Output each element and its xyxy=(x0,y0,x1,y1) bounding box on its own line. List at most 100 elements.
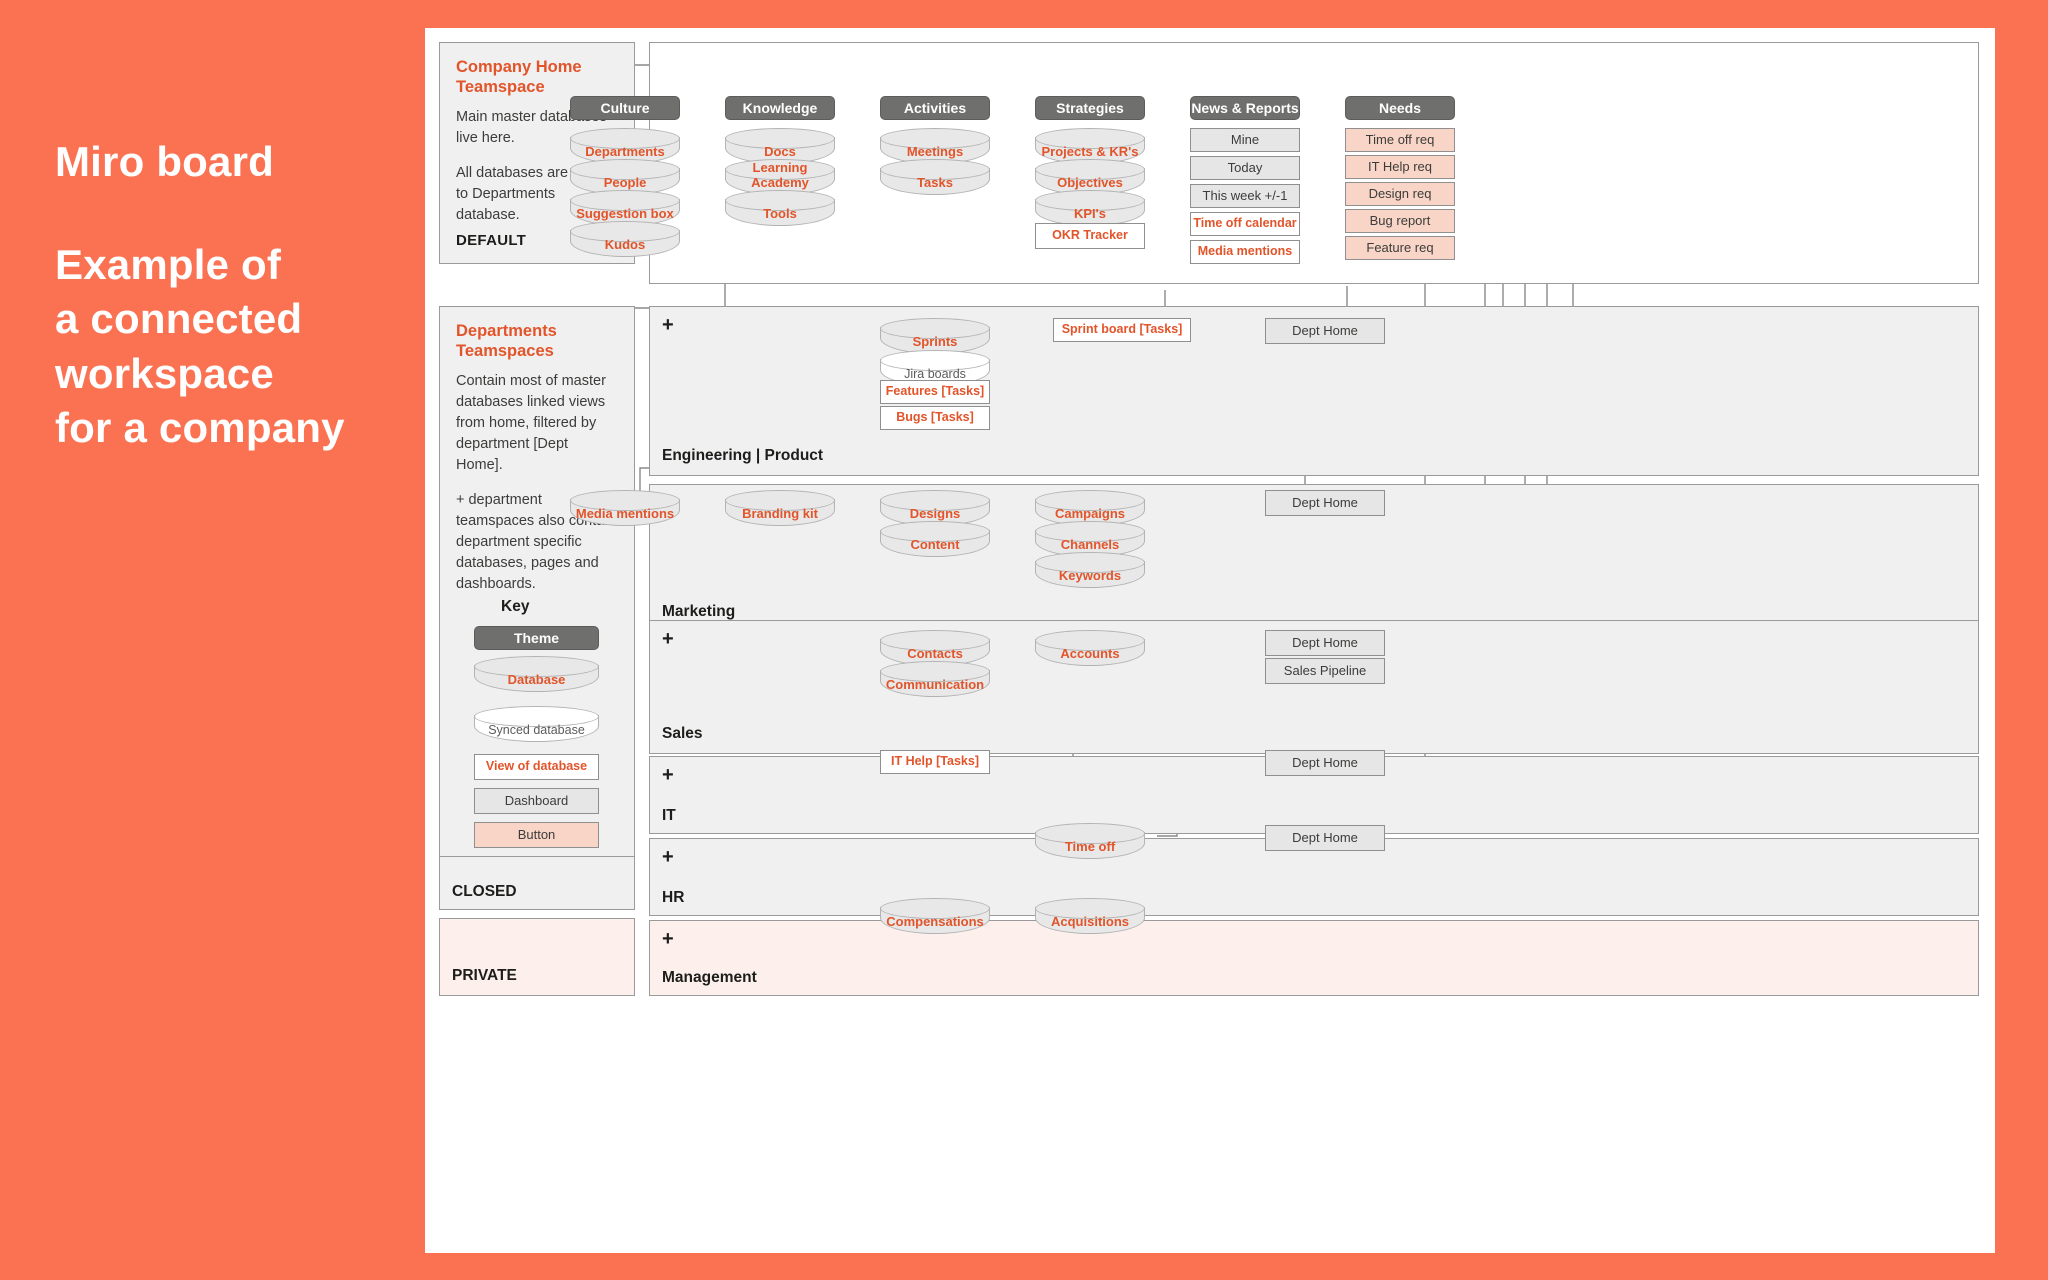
view-sprint-board-tasks-label: Sprint board [Tasks] xyxy=(1061,322,1183,337)
private-panel-tag: PRIVATE xyxy=(452,967,517,984)
dashboard-sales-pipeline[interactable]: Sales Pipeline xyxy=(1265,658,1385,684)
button-it-help-req[interactable]: IT Help req xyxy=(1345,155,1455,179)
database-projects-krs[interactable]: Projects & KR's xyxy=(1035,128,1145,164)
theme-culture[interactable]: Culture xyxy=(570,96,680,120)
button-it-help-req-label: IT Help req xyxy=(1367,158,1433,174)
database-time-off-label: Time off xyxy=(1064,839,1116,854)
view-sprint-board-tasks[interactable]: Sprint board [Tasks] xyxy=(1053,318,1191,342)
theme-activities[interactable]: Activities xyxy=(880,96,990,120)
database-objectives-label: Objectives xyxy=(1057,175,1123,190)
theme-knowledge-label: Knowledge xyxy=(742,100,818,116)
theme-news-reports[interactable]: News & Reports xyxy=(1190,96,1300,120)
database-compensations[interactable]: Compensations xyxy=(880,898,990,934)
dashboard-dept-home-hr-label: Dept Home xyxy=(1292,829,1358,845)
database-content[interactable]: Content xyxy=(880,521,990,557)
database-accounts[interactable]: Accounts xyxy=(1035,630,1145,666)
dashboard-dept-home-hr[interactable]: Dept Home xyxy=(1265,825,1385,851)
sales-add-icon[interactable]: + xyxy=(662,628,674,650)
database-acquisitions[interactable]: Acquisitions xyxy=(1035,898,1145,934)
title-line-5: for a company xyxy=(55,404,345,452)
view-time-off-calendar[interactable]: Time off calendar xyxy=(1190,212,1300,236)
key-item-view-of-database: View of database xyxy=(474,754,599,780)
theme-news-reports-label: News & Reports xyxy=(1191,100,1299,116)
theme-needs[interactable]: Needs xyxy=(1345,96,1455,120)
view-okr-tracker[interactable]: OKR Tracker xyxy=(1035,223,1145,249)
view-media-mentions-home[interactable]: Media mentions xyxy=(1190,240,1300,264)
key-item-synced-database: Synced database xyxy=(474,706,599,742)
database-departments[interactable]: Departments xyxy=(570,128,680,164)
key-item-theme-label: Theme xyxy=(513,630,560,646)
closed-panel-tag: CLOSED xyxy=(452,883,517,900)
button-design-req[interactable]: Design req xyxy=(1345,182,1455,206)
it-add-icon[interactable]: + xyxy=(662,764,674,786)
database-kudos[interactable]: Kudos xyxy=(570,221,680,257)
database-tasks[interactable]: Tasks xyxy=(880,159,990,195)
dashboard-dept-home-sales[interactable]: Dept Home xyxy=(1265,630,1385,656)
hr-row-label: HR xyxy=(662,889,685,906)
dashboard-dept-home-engineering[interactable]: Dept Home xyxy=(1265,318,1385,344)
theme-knowledge[interactable]: Knowledge xyxy=(725,96,835,120)
key-item-database-label: Database xyxy=(507,672,566,687)
database-tools-label: Tools xyxy=(763,206,797,221)
database-jira-boards-label: Jira boards xyxy=(904,367,966,381)
view-it-help-tasks[interactable]: IT Help [Tasks] xyxy=(880,750,990,774)
view-bugs-tasks[interactable]: Bugs [Tasks] xyxy=(880,406,990,430)
dashboard-this-week[interactable]: This week +/-1 xyxy=(1190,184,1300,208)
note-company-home-tag: DEFAULT xyxy=(456,232,527,249)
note-departments-heading-l2: Teamspaces xyxy=(456,342,554,361)
database-time-off[interactable]: Time off xyxy=(1035,823,1145,859)
dashboard-dept-home-marketing[interactable]: Dept Home xyxy=(1265,490,1385,516)
database-accounts-label: Accounts xyxy=(1060,646,1120,661)
database-communication-label: Communication xyxy=(885,677,985,692)
database-tools[interactable]: Tools xyxy=(725,190,835,226)
title-line-2: Example of xyxy=(55,240,282,288)
database-kpis-label: KPI's xyxy=(1074,206,1106,221)
dashboard-today[interactable]: Today xyxy=(1190,156,1300,180)
theme-strategies[interactable]: Strategies xyxy=(1035,96,1145,120)
hr-add-icon[interactable]: + xyxy=(662,846,674,868)
database-branding-kit[interactable]: Branding kit xyxy=(725,490,835,526)
database-media-mentions[interactable]: Media mentions xyxy=(570,490,680,526)
title-line-4: workspace xyxy=(55,349,274,397)
marketing-row-label: Marketing xyxy=(662,603,736,620)
button-design-req-label: Design req xyxy=(1368,185,1432,201)
private-panel: PRIVATE xyxy=(439,918,635,996)
department-row-marketing: + Marketing xyxy=(649,484,1979,632)
button-time-off-req[interactable]: Time off req xyxy=(1345,128,1455,152)
view-time-off-calendar-label: Time off calendar xyxy=(1193,216,1297,231)
database-keywords-label: Keywords xyxy=(1058,568,1122,583)
database-learning-academy[interactable]: Learning Academy xyxy=(725,159,835,195)
dashboard-today-label: Today xyxy=(1227,159,1263,175)
button-bug-report[interactable]: Bug report xyxy=(1345,209,1455,233)
management-add-icon[interactable]: + xyxy=(662,928,674,950)
it-row-label: IT xyxy=(662,807,676,824)
database-sprints-label: Sprints xyxy=(912,334,958,349)
dashboard-dept-home-it-label: Dept Home xyxy=(1292,754,1358,770)
view-features-tasks[interactable]: Features [Tasks] xyxy=(880,380,990,404)
dashboard-dept-home-engineering-label: Dept Home xyxy=(1292,322,1358,338)
engineering-add-icon[interactable]: + xyxy=(662,314,674,336)
database-kpis[interactable]: KPI's xyxy=(1035,190,1145,226)
database-media-mentions-label: Media mentions xyxy=(575,506,675,521)
note-departments-heading-l1: Departments xyxy=(456,322,557,340)
key-item-synced-database-label: Synced database xyxy=(488,723,585,737)
dashboard-dept-home-it[interactable]: Dept Home xyxy=(1265,750,1385,776)
database-sprints[interactable]: Sprints xyxy=(880,318,990,354)
button-time-off-req-label: Time off req xyxy=(1365,131,1435,147)
database-learning-academy-label: Learning Academy xyxy=(751,160,809,190)
management-row-label: Management xyxy=(662,969,757,986)
dashboard-this-week-label: This week +/-1 xyxy=(1202,187,1288,203)
button-feature-req[interactable]: Feature req xyxy=(1345,236,1455,260)
dashboard-mine[interactable]: Mine xyxy=(1190,128,1300,152)
database-communication[interactable]: Communication xyxy=(880,661,990,697)
database-keywords[interactable]: Keywords xyxy=(1035,552,1145,588)
view-bugs-tasks-label: Bugs [Tasks] xyxy=(896,410,974,425)
dashboard-dept-home-sales-label: Dept Home xyxy=(1292,634,1358,650)
database-designs-label: Designs xyxy=(909,506,961,521)
closed-panel: CLOSED xyxy=(439,856,635,910)
theme-strategies-label: Strategies xyxy=(1056,100,1124,116)
database-compensations-label: Compensations xyxy=(886,914,984,929)
dashboard-sales-pipeline-label: Sales Pipeline xyxy=(1283,662,1367,678)
dashboard-dept-home-marketing-label: Dept Home xyxy=(1292,494,1358,510)
